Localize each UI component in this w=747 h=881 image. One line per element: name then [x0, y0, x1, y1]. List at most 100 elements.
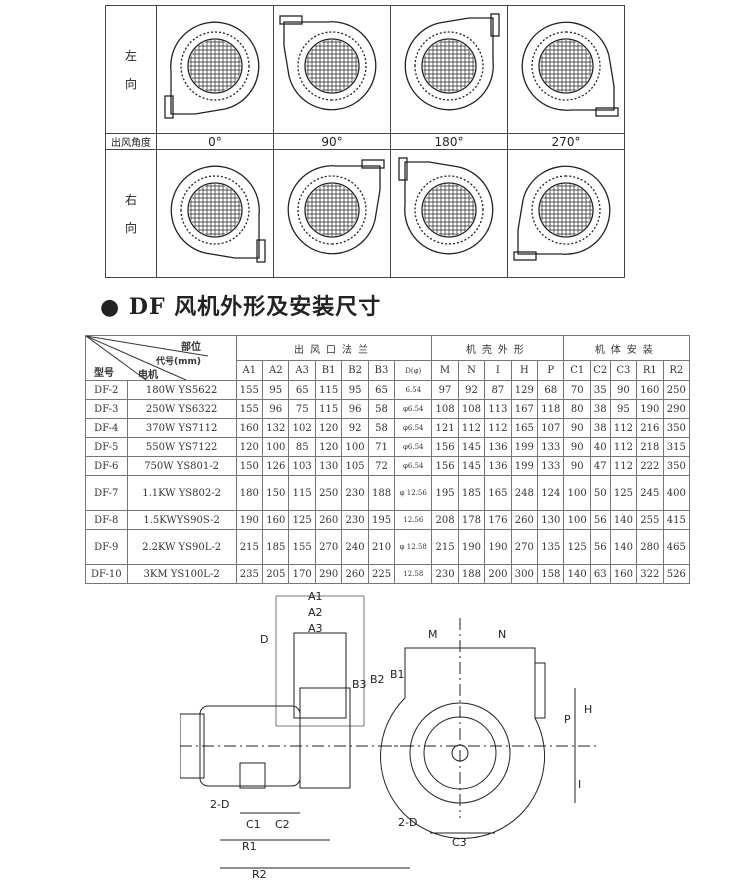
- value-cell: 133: [537, 437, 565, 457]
- value-cell: 6.54: [394, 380, 433, 400]
- value-cell: 188: [457, 564, 486, 584]
- value-cell: 260: [341, 564, 369, 584]
- bullet-icon: ●: [100, 294, 121, 320]
- column-header: N: [457, 360, 486, 381]
- motor-cell: 370W YS7112: [126, 418, 237, 438]
- value-cell: 160: [636, 380, 664, 400]
- value-cell: 130: [537, 510, 565, 530]
- value-cell: 158: [537, 564, 565, 584]
- column-header: A3: [288, 360, 316, 381]
- value-cell: 124: [537, 475, 565, 511]
- motor-cell: 180W YS5622: [126, 380, 237, 400]
- value-cell: 130: [314, 456, 343, 476]
- column-header: B1: [314, 360, 343, 381]
- value-cell: 38: [589, 399, 611, 419]
- angle-header: 出风角度: [105, 133, 157, 150]
- value-cell: 215: [431, 529, 459, 565]
- value-cell: 129: [510, 380, 539, 400]
- value-cell: 56: [589, 510, 611, 530]
- value-cell: 208: [431, 510, 459, 530]
- value-cell: 315: [662, 437, 691, 457]
- value-cell: 90: [563, 418, 591, 438]
- value-cell: 195: [431, 475, 459, 511]
- value-cell: 108: [457, 399, 486, 419]
- value-cell: 526: [662, 564, 691, 584]
- value-cell: 12.56: [394, 510, 433, 530]
- value-cell: 40: [589, 437, 611, 457]
- value-cell: 156: [431, 437, 459, 457]
- value-cell: 100: [563, 510, 591, 530]
- value-cell: 210: [367, 529, 396, 565]
- fan-left-90: [273, 5, 391, 134]
- value-cell: 120: [235, 437, 264, 457]
- value-cell: 190: [235, 510, 264, 530]
- model-cell: DF-3: [85, 399, 128, 419]
- column-header: B2: [341, 360, 369, 381]
- value-cell: 140: [609, 529, 638, 565]
- value-cell: 112: [609, 456, 638, 476]
- angle-180: 180°: [390, 133, 508, 150]
- value-cell: 50: [589, 475, 611, 511]
- value-cell: 68: [537, 380, 565, 400]
- value-cell: 167: [510, 399, 539, 419]
- value-cell: 121: [431, 418, 459, 438]
- value-cell: 115: [288, 475, 316, 511]
- right-direction-label: 右 向: [105, 149, 157, 278]
- angle-90: 90°: [273, 133, 391, 150]
- value-cell: 255: [636, 510, 664, 530]
- label-b2: B2: [370, 673, 385, 686]
- fan-right-180: [390, 149, 508, 278]
- motor-cell: 250W YS6322: [126, 399, 237, 419]
- value-cell: 85: [288, 437, 316, 457]
- value-cell: 400: [662, 475, 691, 511]
- value-cell: 270: [314, 529, 343, 565]
- value-cell: 415: [662, 510, 691, 530]
- value-cell: 136: [484, 437, 512, 457]
- label-2d-right: 2-D: [398, 816, 417, 829]
- value-cell: 96: [341, 399, 369, 419]
- left-direction-label: 左 向: [105, 5, 157, 134]
- value-cell: 125: [288, 510, 316, 530]
- value-cell: 65: [288, 380, 316, 400]
- value-cell: 95: [262, 380, 290, 400]
- value-cell: 112: [609, 437, 638, 457]
- fan-left-180: [390, 5, 508, 134]
- label-r2: R2: [252, 868, 267, 881]
- label-a1: A1: [308, 590, 323, 603]
- label-b3: B3: [352, 678, 367, 691]
- motor-cell: 1.1KW YS802-2: [126, 475, 237, 511]
- section-heading: ● DF 风机外形及安装尺寸: [100, 289, 381, 321]
- value-cell: 120: [314, 437, 343, 457]
- value-cell: 190: [457, 529, 486, 565]
- value-cell: 178: [457, 510, 486, 530]
- label-i: I: [578, 778, 581, 791]
- side-view: [180, 595, 410, 869]
- value-cell: 95: [609, 399, 638, 419]
- section-title: DF 风机外形及安装尺寸: [128, 294, 382, 320]
- value-cell: φ6.54: [394, 456, 433, 476]
- front-view: [380, 618, 600, 839]
- fan-right-0: [156, 149, 274, 278]
- value-cell: 100: [563, 475, 591, 511]
- value-cell: 12.58: [394, 564, 433, 584]
- column-header: R1: [636, 360, 664, 381]
- value-cell: 150: [235, 456, 264, 476]
- value-cell: 125: [563, 529, 591, 565]
- fan-outline-icon: [398, 157, 494, 255]
- corner-code: 代号(mm): [156, 357, 201, 367]
- value-cell: 222: [636, 456, 664, 476]
- value-cell: 155: [288, 529, 316, 565]
- value-cell: 190: [636, 399, 664, 419]
- group-casing: 机壳外形: [431, 334, 565, 362]
- value-cell: 280: [636, 529, 664, 565]
- value-cell: 145: [457, 437, 486, 457]
- value-cell: 90: [563, 437, 591, 457]
- corner-model: 型号: [94, 368, 114, 379]
- value-cell: 118: [537, 399, 565, 419]
- value-cell: 230: [431, 564, 459, 584]
- label-c2: C2: [275, 818, 290, 831]
- value-cell: 290: [314, 564, 343, 584]
- fan-left-270: [507, 5, 625, 134]
